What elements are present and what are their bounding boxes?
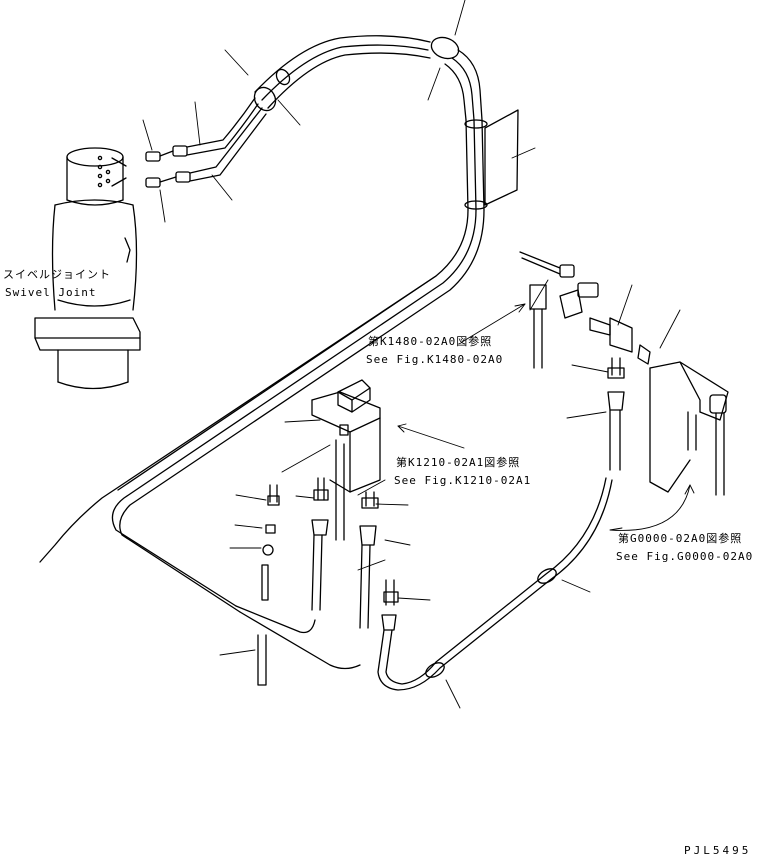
long-return-hose — [39, 275, 437, 563]
hose-bundle-vertical — [111, 109, 519, 670]
swivel-joint — [34, 147, 141, 390]
left-small-fittings — [257, 484, 280, 686]
reference-k1210-jp: 第K1210-02A1図参照 — [396, 456, 521, 469]
right-column-fittings — [607, 357, 625, 471]
swivel-joint-label-jp: スイベルジョイント — [3, 268, 111, 281]
hose-bundle-upper — [186, 35, 483, 182]
reference-arrows — [397, 303, 695, 531]
lower-right-hose — [377, 477, 613, 691]
port-holes — [97, 155, 111, 188]
swivel-fittings — [145, 145, 191, 188]
reference-k1210-en: See Fig.K1210-02A1 — [394, 474, 532, 487]
swivel-joint-label-en: Swivel Joint — [5, 286, 97, 299]
reference-k1480-jp: 第K1480-02A0図参照 — [368, 335, 493, 348]
leader-lines — [142, 0, 681, 709]
right-tank — [649, 361, 729, 496]
reference-k1480-en: See Fig.K1480-02A0 — [366, 353, 504, 366]
drawing-code: PJL5495 — [684, 844, 752, 856]
valve-components — [519, 251, 651, 369]
reference-g0000-jp: 第G0000-02A0図参照 — [618, 532, 743, 545]
reference-g0000-en: See Fig.G0000-02A0 — [616, 550, 754, 563]
middle-hoses — [311, 477, 379, 629]
central-tank — [311, 379, 381, 541]
